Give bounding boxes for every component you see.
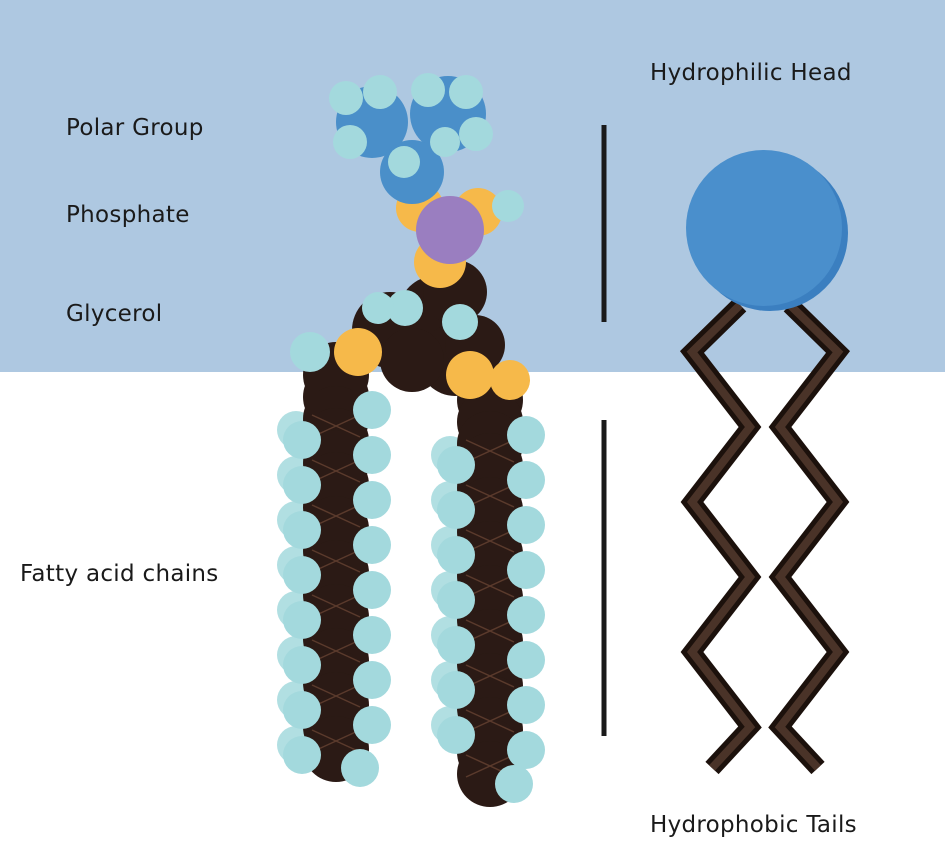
ester-oxygen-atom (490, 360, 530, 400)
phospholipid-molecule-icon (277, 73, 545, 807)
hydrogen-atom (283, 646, 321, 684)
hydrogen-atom (437, 716, 475, 754)
schematic-tail-left-highlight (686, 302, 756, 771)
ester-oxygen-atom (334, 328, 382, 376)
glycerol-hydrogen-atom (362, 292, 394, 324)
hydrogen-atom (353, 481, 391, 519)
glycerol-carbon-atom (380, 328, 444, 392)
bond-line (311, 639, 361, 663)
bond-line (311, 459, 361, 483)
hydrogen-atom (507, 731, 545, 769)
phosphate-hydrogen-atom (492, 190, 524, 222)
hydrogen-atom (353, 526, 391, 564)
polar-hydrogen-atom (459, 117, 493, 151)
hydrogen-atom (341, 749, 379, 787)
bond-line (311, 414, 361, 438)
bond-line (465, 664, 515, 688)
label-glycerol: Glycerol (66, 301, 163, 327)
glycerol-hydrogen-atom (442, 304, 478, 340)
bond-line (311, 684, 361, 708)
bond-line (311, 549, 361, 573)
hydrogen-atom (507, 506, 545, 544)
polar-hydrogen-atom (449, 75, 483, 109)
schematic-tail-right-highlight (774, 302, 844, 771)
hydrogen-atom (437, 671, 475, 709)
hydrogen-atom (507, 551, 545, 589)
hydrogen-atom (437, 626, 475, 664)
polar-hydrogen-atom (388, 146, 420, 178)
hydrogen-atom (283, 691, 321, 729)
polar-hydrogen-atom (430, 127, 460, 157)
hydrogen-atom (353, 571, 391, 609)
glycerol-hydrogen-atom (290, 332, 330, 372)
bond-line (311, 504, 361, 528)
polar-hydrogen-atom (333, 125, 367, 159)
hydrogen-atom (507, 416, 545, 454)
glycerol-hydrogen-atom (387, 290, 423, 326)
bond-line (465, 529, 515, 553)
phospholipid-schematic-icon (601, 125, 851, 775)
label-hydrophobic-tails: Hydrophobic Tails (650, 812, 857, 838)
phosphorus-atom (416, 196, 484, 264)
hydrogen-atom (283, 511, 321, 549)
label-fatty-acid-chains: Fatty acid chains (20, 561, 219, 587)
bond-line (465, 574, 515, 598)
bond-line (465, 484, 515, 508)
hydrogen-atom (437, 491, 475, 529)
ester-oxygen-atom (446, 351, 494, 399)
hydrogen-atom (283, 601, 321, 639)
bond-line (465, 754, 515, 778)
hydrogen-atom (353, 616, 391, 654)
hydrogen-atom (353, 436, 391, 474)
hydrogen-atom (507, 596, 545, 634)
hydrogen-atom (437, 446, 475, 484)
hydrogen-atom (437, 581, 475, 619)
hydrogen-atom (495, 765, 533, 803)
bond-line (465, 619, 515, 643)
hydrogen-atom (353, 661, 391, 699)
hydrogen-atom (283, 466, 321, 504)
label-hydrophilic-head: Hydrophilic Head (650, 60, 852, 86)
bond-line (465, 439, 515, 463)
hydrogen-atom (507, 461, 545, 499)
hydrogen-atom (283, 556, 321, 594)
bond-line (311, 594, 361, 618)
polar-hydrogen-atom (329, 81, 363, 115)
hydrogen-atom (437, 536, 475, 574)
hydrogen-atom (353, 706, 391, 744)
bond-line (465, 709, 515, 733)
hydrogen-atom (283, 421, 321, 459)
hydrogen-atom (507, 686, 545, 724)
polar-hydrogen-atom (363, 75, 397, 109)
label-phosphate: Phosphate (66, 202, 190, 228)
bond-line (311, 729, 361, 753)
hydrogen-atom (507, 641, 545, 679)
hydrogen-atom (353, 391, 391, 429)
hydrogen-atom (283, 736, 321, 774)
schematic-head-circle (686, 150, 842, 306)
label-polar-group: Polar Group (66, 115, 204, 141)
polar-hydrogen-atom (411, 73, 445, 107)
